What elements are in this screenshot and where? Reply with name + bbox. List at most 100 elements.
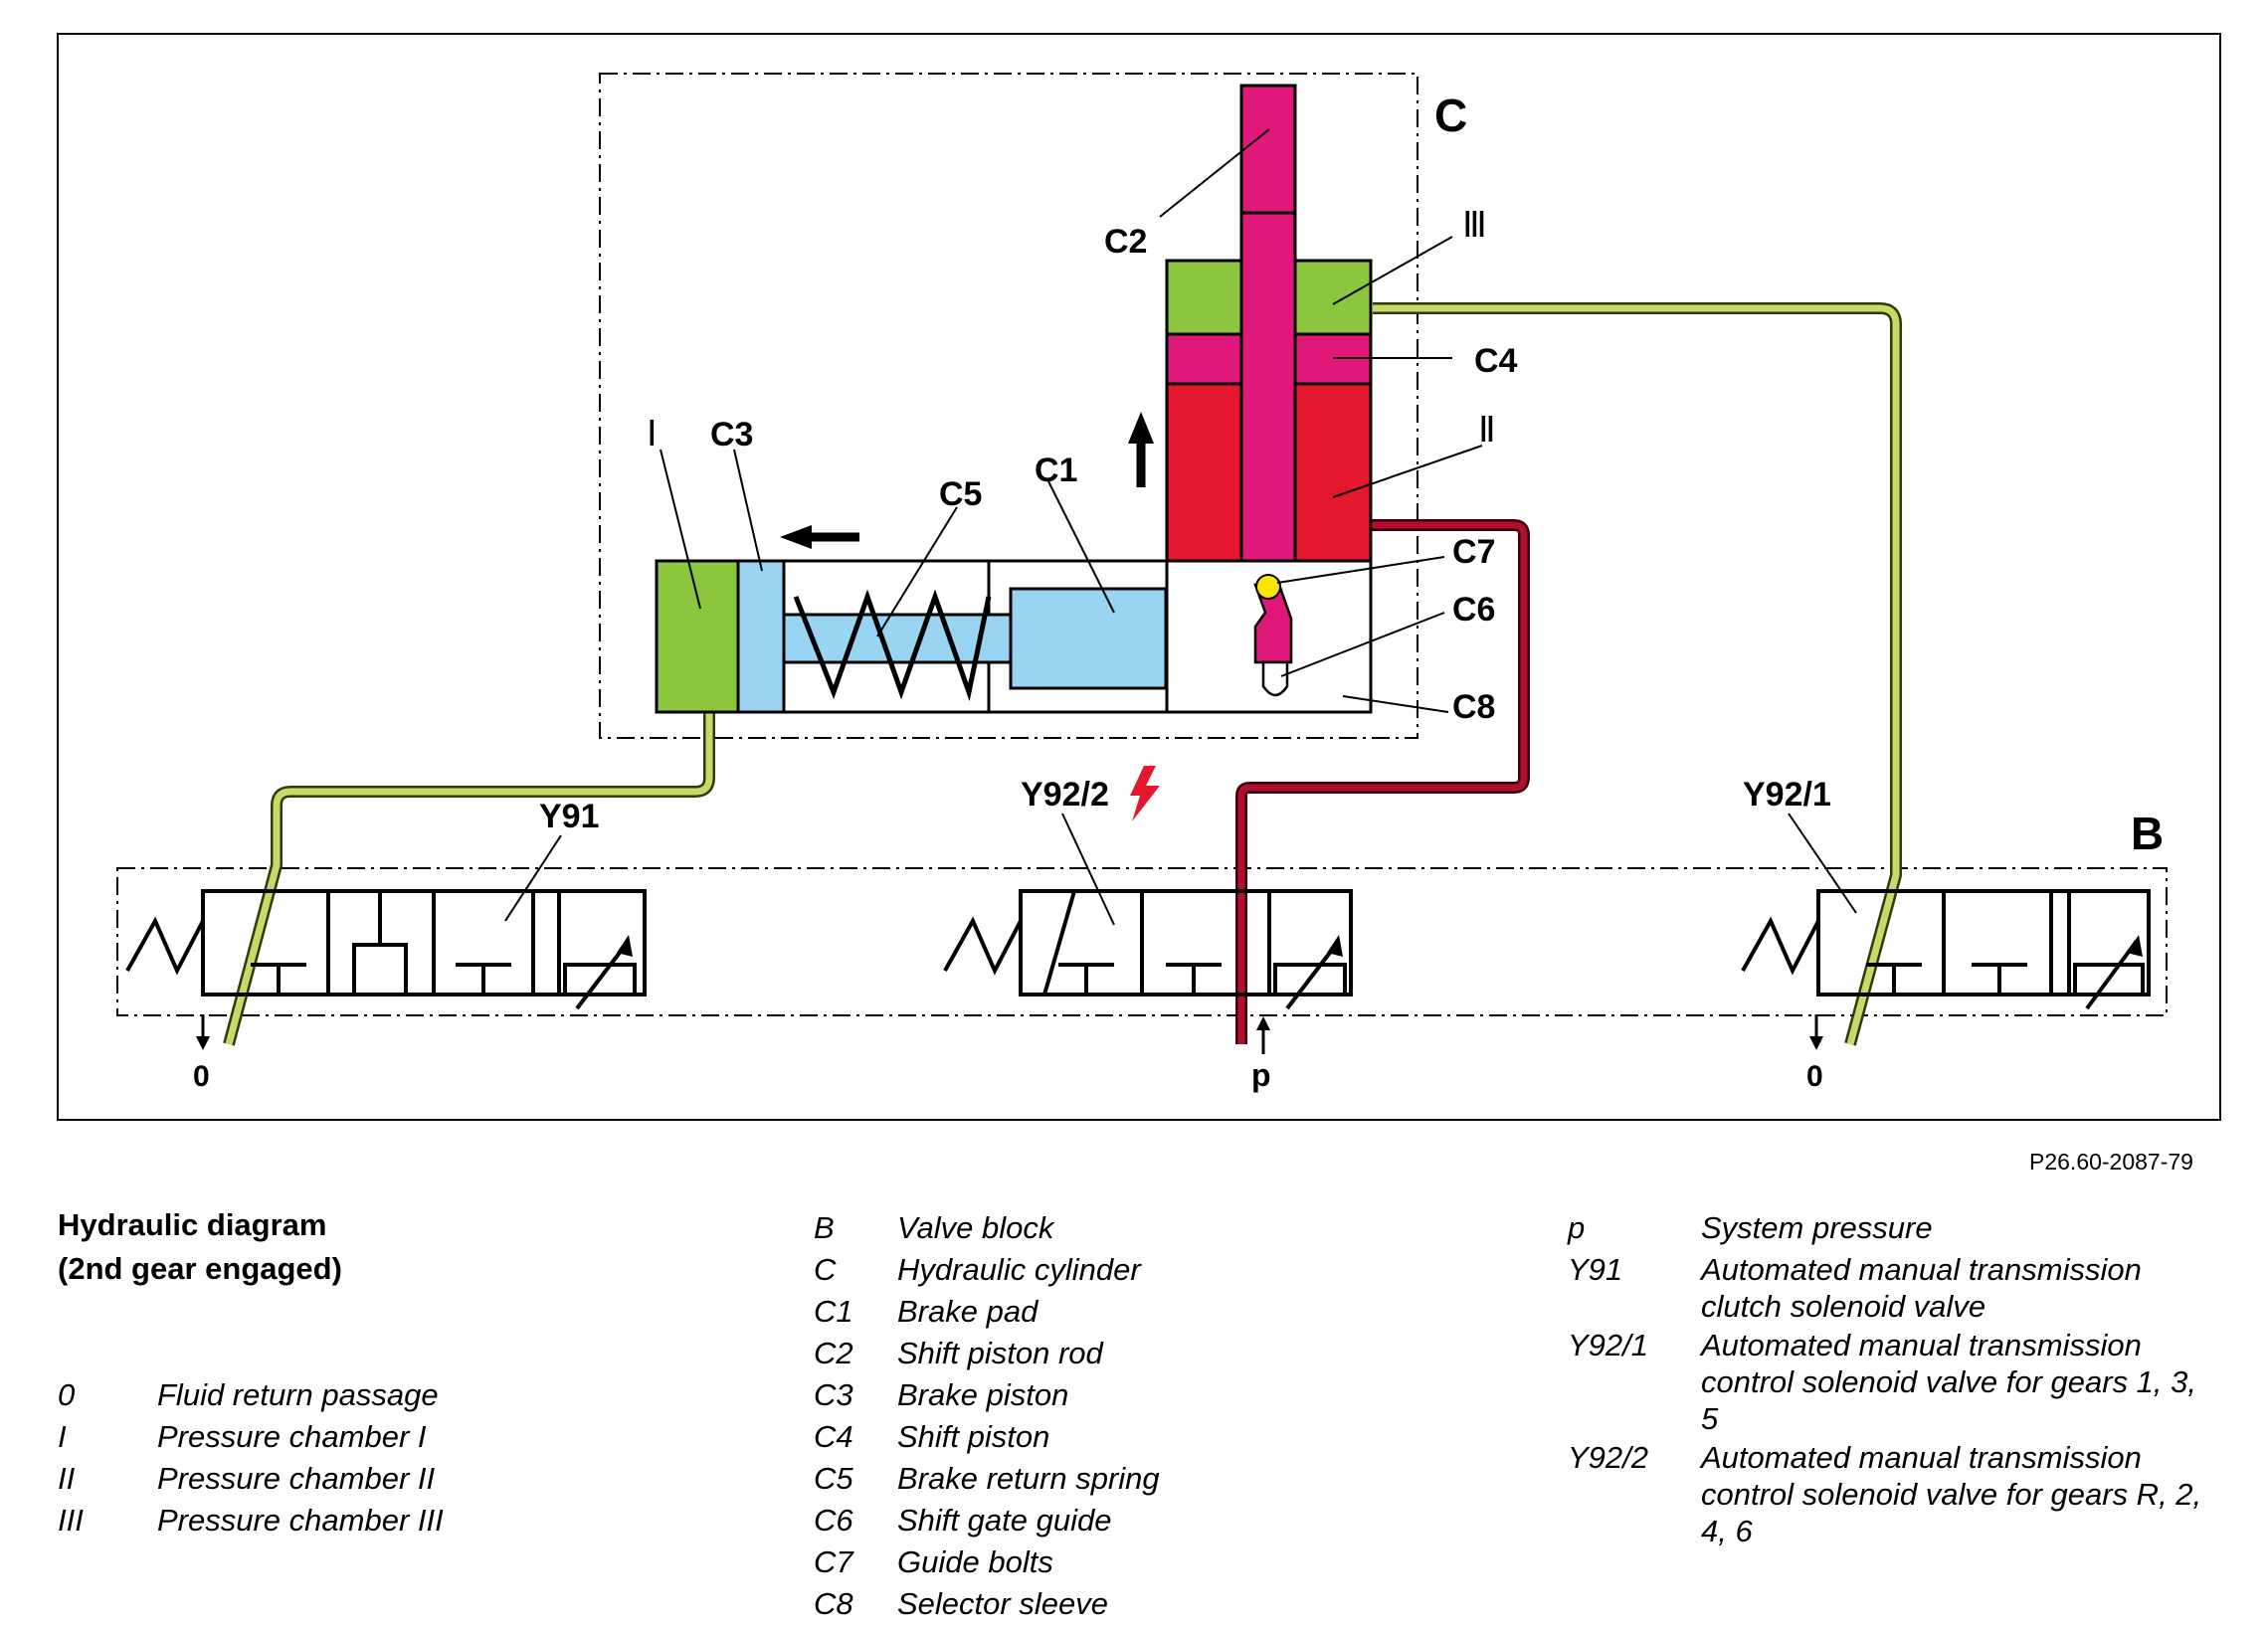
legend-item: C7 Guide bolts bbox=[814, 1541, 1291, 1583]
legend-key: I bbox=[58, 1419, 67, 1454]
brake-pad bbox=[1009, 587, 1168, 690]
label-c1: C1 bbox=[1035, 452, 1077, 489]
label-chamber-3: Ⅲ bbox=[1462, 205, 1487, 245]
legend-key: C5 bbox=[814, 1461, 853, 1496]
legend-key: C4 bbox=[814, 1419, 853, 1454]
label-y91: Y91 bbox=[539, 798, 600, 835]
shift-gate-guide-tip bbox=[1261, 660, 1289, 697]
pressure-line-chamber-2 bbox=[1235, 519, 1530, 1044]
legend-item: C8 Selector sleeve bbox=[814, 1583, 1291, 1625]
legend-value: Hydraulic cylinder bbox=[897, 1252, 1141, 1287]
legend-value: Automated manual transmission control so… bbox=[1701, 1440, 2202, 1548]
label-c7: C7 bbox=[1452, 533, 1495, 571]
legend-item: C3 Brake piston bbox=[814, 1374, 1291, 1416]
legend-key: C3 bbox=[814, 1377, 853, 1412]
legend-value: Guide bolts bbox=[897, 1544, 1053, 1579]
hydraulic-cylinder-outline bbox=[599, 73, 1418, 739]
legend-item: Y92/1 Automated manual transmission contr… bbox=[1568, 1325, 2224, 1437]
legend-value: Automated manual transmission control so… bbox=[1701, 1328, 2196, 1436]
label-y92-1: Y92/1 bbox=[1743, 776, 1831, 814]
valve-block-outline bbox=[116, 867, 2168, 1016]
legend-item: Y91 Automated manual transmission clutch … bbox=[1568, 1249, 2224, 1325]
label-c6: C6 bbox=[1452, 591, 1495, 629]
legend-item: B Valve block bbox=[814, 1207, 1291, 1249]
fluid-line-chamber-1 bbox=[223, 712, 715, 1046]
label-c5: C5 bbox=[939, 475, 982, 513]
label-c3: C3 bbox=[710, 416, 753, 453]
legend-item: I Pressure chamber I bbox=[58, 1416, 495, 1458]
legend-key: C7 bbox=[814, 1544, 853, 1579]
legend-key: C2 bbox=[814, 1336, 853, 1370]
label-c8: C8 bbox=[1452, 688, 1495, 726]
label-port-pressure: p bbox=[1251, 1057, 1271, 1093]
legend-value: Shift piston rod bbox=[897, 1336, 1103, 1370]
legend-key: B bbox=[814, 1210, 835, 1245]
legend-value: Selector sleeve bbox=[897, 1586, 1108, 1621]
legend-title-line-2: (2nd gear engaged) bbox=[58, 1251, 342, 1286]
y92-1-adjust-arrow-head bbox=[2127, 935, 2143, 957]
legend-key: 0 bbox=[58, 1377, 76, 1412]
label-c2: C2 bbox=[1104, 223, 1147, 261]
legend-item: C5 Brake return spring bbox=[814, 1458, 1291, 1500]
y91-adjust-arrow-head bbox=[617, 935, 633, 957]
solenoid-valve-y92-2 bbox=[943, 889, 1353, 1010]
shift-piston-rod-top bbox=[1239, 84, 1297, 215]
legend-item: C1 Brake pad bbox=[814, 1291, 1291, 1333]
brake-piston bbox=[736, 559, 786, 714]
legend-item: Y92/2 Automated manual transmission contr… bbox=[1568, 1437, 2224, 1549]
label-chamber-2: Ⅱ bbox=[1478, 410, 1496, 450]
legend-key: Y91 bbox=[1568, 1252, 1623, 1287]
brake-return-spring bbox=[793, 589, 992, 702]
legend-item: III Pressure chamber III bbox=[58, 1500, 495, 1541]
piston-up-arrow bbox=[1128, 412, 1154, 487]
legend-value: Shift piston bbox=[897, 1419, 1050, 1454]
return-arrow-left bbox=[196, 1014, 210, 1050]
label-b: B bbox=[2131, 808, 2164, 859]
legend-key: C1 bbox=[814, 1294, 853, 1329]
legend-value: Pressure chamber III bbox=[157, 1503, 444, 1538]
legend-value: Pressure chamber I bbox=[157, 1419, 427, 1454]
legend-key: C6 bbox=[814, 1503, 853, 1538]
legend-item: C6 Shift gate guide bbox=[814, 1500, 1291, 1541]
label-port-return-right: 0 bbox=[1806, 1060, 1823, 1093]
solenoid-valve-y92-1 bbox=[1741, 889, 2151, 1010]
legend-key: C8 bbox=[814, 1586, 853, 1621]
shift-piston-rod bbox=[1239, 211, 1297, 563]
y92-2-adjust-arrow-head bbox=[1327, 935, 1343, 957]
legend-key: Y92/2 bbox=[1568, 1440, 1649, 1475]
brake-left-arrow bbox=[780, 525, 859, 549]
legend-value: Valve block bbox=[897, 1210, 1054, 1245]
label-chamber-1: Ⅰ bbox=[647, 414, 658, 453]
legend-item: p System pressure bbox=[1568, 1207, 2224, 1249]
legend-value: Brake pad bbox=[897, 1294, 1039, 1329]
legend-key: Y92/1 bbox=[1568, 1328, 1649, 1362]
legend-value: Brake piston bbox=[897, 1377, 1069, 1412]
label-y92-2: Y92/2 bbox=[1021, 776, 1109, 814]
label-c: C bbox=[1434, 90, 1467, 141]
hydraulic-diagram: C B C2 Ⅲ C4 Ⅱ C1 C5 Ⅰ C3 C7 C6 C8 Y91 Y9… bbox=[57, 33, 2221, 1121]
legend-key: C bbox=[814, 1252, 837, 1287]
energized-lightning-icon bbox=[1130, 766, 1160, 821]
label-port-return-left: 0 bbox=[193, 1060, 210, 1093]
pressure-arrow-mid bbox=[1256, 1016, 1270, 1054]
legend-value: Shift gate guide bbox=[897, 1503, 1112, 1538]
legend-title: Hydraulic diagram (2nd gear engaged) bbox=[58, 1203, 342, 1291]
figure-reference-code: P26.60-2087-79 bbox=[2029, 1149, 2193, 1175]
legend-item: C2 Shift piston rod bbox=[814, 1333, 1291, 1374]
legend-key: II bbox=[58, 1461, 76, 1496]
legend-value: Brake return spring bbox=[897, 1461, 1160, 1496]
legend-value: System pressure bbox=[1701, 1210, 1933, 1245]
legend-key: p bbox=[1568, 1210, 1586, 1245]
legend-item: C Hydraulic cylinder bbox=[814, 1249, 1291, 1291]
leader-lines bbox=[504, 128, 1857, 926]
legend-key: III bbox=[58, 1503, 84, 1538]
fluid-line-chamber-3 bbox=[1373, 302, 1902, 1046]
legend-item: C4 Shift piston bbox=[814, 1416, 1291, 1458]
pressure-chamber-1 bbox=[655, 559, 740, 714]
legend-value: Automated manual transmission clutch sol… bbox=[1701, 1252, 2142, 1324]
diagram-frame bbox=[57, 33, 2221, 1121]
